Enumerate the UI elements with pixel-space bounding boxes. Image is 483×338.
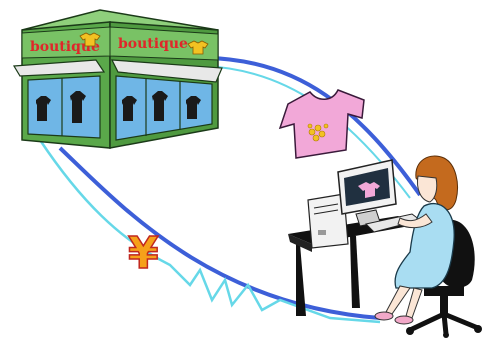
currency-symbol: ¥ [128, 228, 159, 279]
boutique-storefront-icon: boutique boutique [14, 10, 222, 148]
t-shirt-icon [280, 90, 364, 158]
yen-coin-icon: ¥ [128, 228, 159, 279]
store-sign-right: boutique [118, 36, 188, 52]
